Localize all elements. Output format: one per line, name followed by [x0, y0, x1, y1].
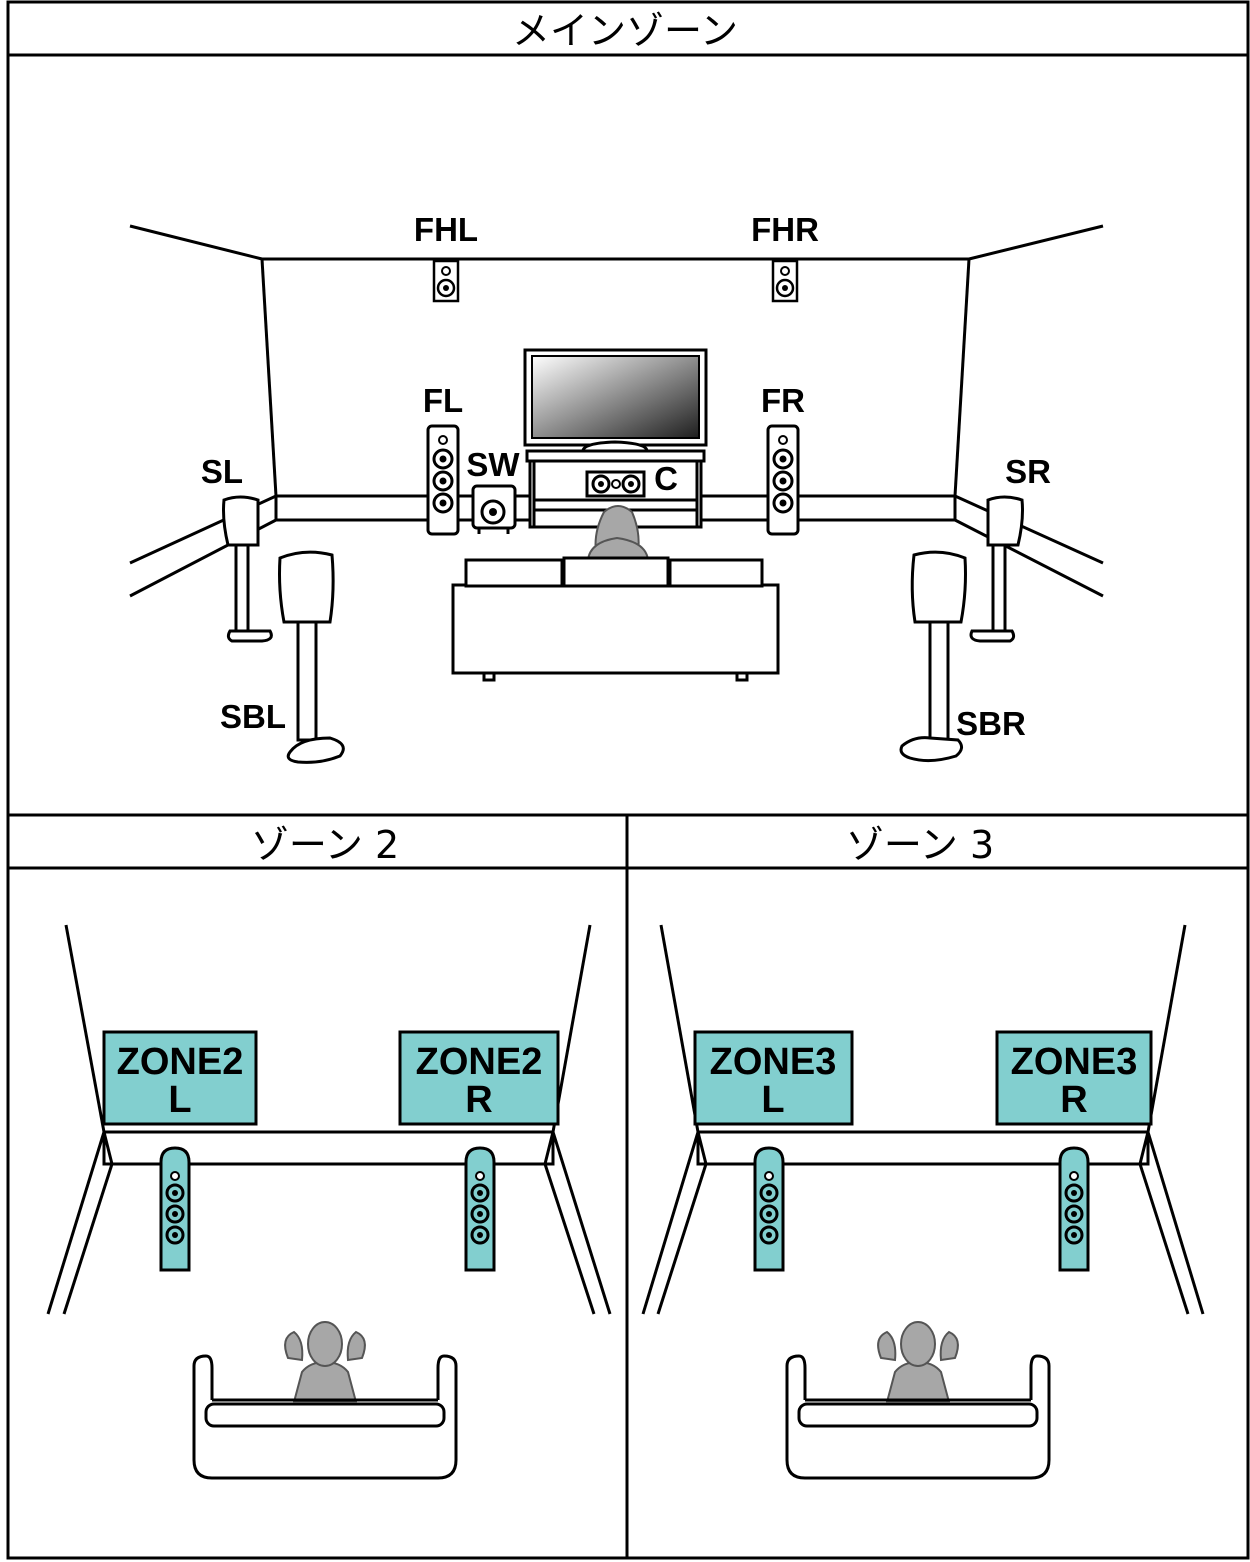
center-speaker — [585, 470, 646, 498]
sl-speaker — [222, 495, 273, 643]
zone2-left-line1: ZONE2 — [117, 1041, 244, 1083]
label-sl: SL — [201, 453, 243, 490]
zone3-left-line2: L — [761, 1079, 784, 1121]
label-fr: FR — [761, 382, 805, 419]
fr-speaker — [766, 424, 800, 536]
frame — [6, 0, 1250, 1560]
zone2-left-line2: L — [168, 1079, 191, 1121]
zone3-room — [641, 924, 1205, 1315]
zone3-right-line1: ZONE3 — [1011, 1041, 1138, 1083]
zone3-sofa — [785, 1320, 1051, 1480]
fhr-speaker — [771, 259, 799, 303]
zone3-left-speaker — [753, 1146, 785, 1272]
zone2-title: ゾーン 2 — [251, 823, 399, 867]
zone2-sofa — [192, 1320, 458, 1480]
zone2-right-speaker — [464, 1146, 496, 1272]
label-c: C — [654, 460, 678, 497]
zone3-right-label: ZONE3 R — [995, 1030, 1153, 1126]
label-sbr: SBR — [956, 705, 1026, 742]
zone3-title: ゾーン 3 — [846, 823, 994, 867]
zone2-right-line2: R — [465, 1079, 492, 1121]
zone3-left-label: ZONE3 L — [693, 1030, 854, 1126]
television — [523, 348, 708, 453]
label-sbl: SBL — [220, 698, 286, 735]
fl-speaker — [426, 424, 460, 536]
zone2-left-label: ZONE2 L — [102, 1030, 258, 1126]
sbl-speaker — [278, 550, 345, 764]
zone3-right-speaker — [1058, 1146, 1090, 1272]
zone2-right-line1: ZONE2 — [416, 1041, 543, 1083]
main-zone-title: メインゾーン — [512, 9, 738, 53]
label-sr: SR — [1005, 453, 1051, 490]
label-fl: FL — [423, 382, 463, 419]
zone3-left-line1: ZONE3 — [710, 1041, 837, 1083]
zone3-right-line2: R — [1060, 1079, 1087, 1121]
sr-speaker — [969, 495, 1024, 643]
label-fhl: FHL — [414, 211, 478, 248]
label-sw: SW — [466, 446, 520, 483]
sbr-speaker — [899, 550, 967, 763]
label-fhr: FHR — [751, 211, 819, 248]
main-sofa — [451, 505, 780, 682]
fhl-speaker — [432, 259, 460, 303]
zone2-right-label: ZONE2 R — [398, 1030, 560, 1126]
zone2-left-speaker — [159, 1146, 191, 1272]
subwoofer — [471, 484, 517, 534]
